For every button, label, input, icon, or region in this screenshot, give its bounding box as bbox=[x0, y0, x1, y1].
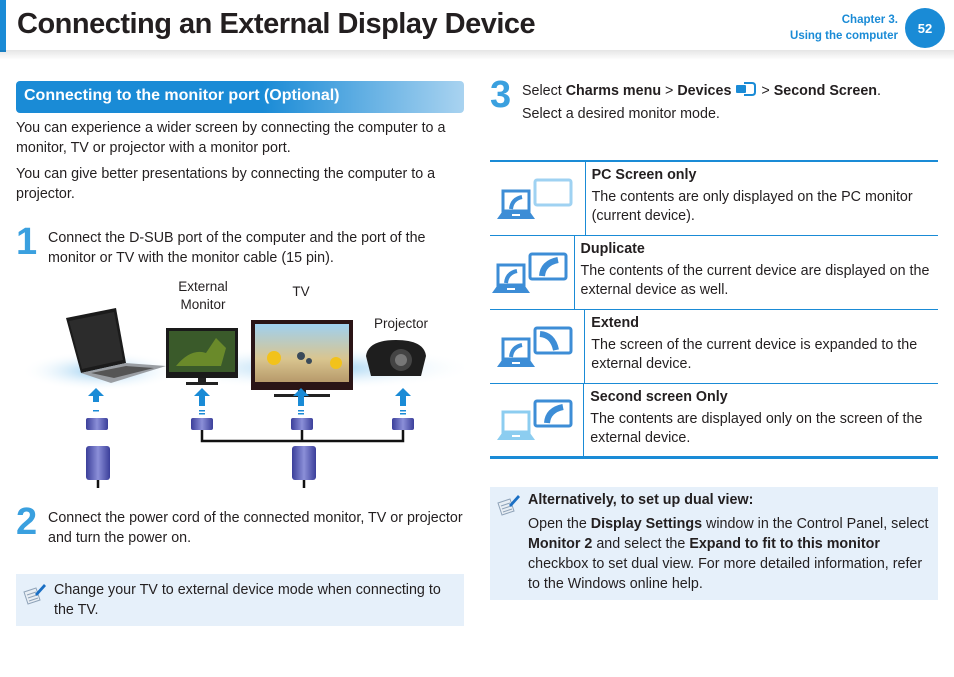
step-number: 2 bbox=[16, 501, 38, 543]
step-number: 3 bbox=[490, 74, 512, 116]
pc-screen-only-icon bbox=[490, 162, 586, 235]
text: and select the bbox=[592, 536, 690, 552]
mode-row-duplicate: Duplicate The contents of the current de… bbox=[490, 236, 938, 310]
step-1: 1 Connect the D-SUB port of the computer… bbox=[16, 222, 464, 268]
duplicate-icon bbox=[490, 236, 575, 309]
left-column: Connecting to the monitor port (Optional… bbox=[16, 81, 464, 626]
mode-title: Duplicate bbox=[580, 241, 645, 257]
step-text: Connect the power cord of the connected … bbox=[48, 510, 463, 546]
text: Select bbox=[522, 83, 566, 99]
mode-row-pc-screen-only: PC Screen only The contents are only dis… bbox=[490, 162, 938, 236]
mode-desc: The contents of the current device are d… bbox=[580, 263, 930, 298]
devices-illustration-icon bbox=[21, 308, 464, 488]
section-heading: Connecting to the monitor port (Optional… bbox=[16, 81, 464, 113]
note-pencil-icon bbox=[23, 584, 46, 605]
note-text: Change your TV to external device mode w… bbox=[54, 582, 441, 618]
expand-checkbox-label: Expand to fit to this monitor bbox=[689, 536, 880, 552]
mode-description: Second screen Only The contents are disp… bbox=[584, 384, 938, 456]
devices-charm-icon bbox=[736, 82, 757, 96]
second-screen-only-icon bbox=[490, 384, 585, 456]
extend-icon bbox=[490, 310, 586, 383]
separator: > bbox=[757, 83, 774, 99]
text: . bbox=[877, 83, 881, 99]
step-instruction: Select Charms menu > Devices > Second Sc… bbox=[522, 81, 938, 101]
chapter-label: Chapter 3. Using the computer bbox=[790, 12, 898, 44]
devices-label: Devices bbox=[677, 83, 732, 99]
second-screen-label: Second Screen bbox=[773, 83, 877, 99]
note-body: Open the Display Settings window in the … bbox=[528, 514, 930, 594]
projector-label: Projector bbox=[373, 316, 429, 331]
display-settings-label: Display Settings bbox=[590, 516, 703, 532]
header-divider bbox=[0, 50, 954, 60]
mode-description: PC Screen only The contents are only dis… bbox=[586, 162, 938, 235]
header-accent-bar bbox=[0, 0, 6, 52]
mode-desc: The contents are displayed only on the s… bbox=[590, 411, 923, 446]
step-3: 3 Select Charms menu > Devices > Second … bbox=[490, 75, 938, 124]
text: checkbox to set dual view. For more deta… bbox=[528, 556, 923, 592]
mode-title: PC Screen only bbox=[591, 167, 697, 183]
monitor-mode-table: PC Screen only The contents are only dis… bbox=[490, 160, 938, 459]
right-column: 3 Select Charms menu > Devices > Second … bbox=[490, 75, 938, 600]
external-monitor-label: External Monitor bbox=[168, 278, 238, 314]
step-text: Connect the D-SUB port of the computer a… bbox=[48, 230, 426, 266]
mode-desc: The contents are only displayed on the P… bbox=[591, 189, 913, 224]
note-pencil-icon bbox=[497, 495, 520, 516]
step-2: 2 Connect the power cord of the connecte… bbox=[16, 502, 464, 548]
mode-description: Extend The screen of the current device … bbox=[585, 310, 938, 383]
separator: > bbox=[661, 83, 678, 99]
label-line: Monitor bbox=[180, 297, 226, 312]
page-number-badge: 52 bbox=[905, 8, 945, 48]
mode-desc: The screen of the current device is expa… bbox=[591, 337, 918, 372]
monitor-2-label: Monitor 2 bbox=[528, 536, 593, 552]
tv-mode-note: Change your TV to external device mode w… bbox=[16, 574, 464, 626]
mode-row-extend: Extend The screen of the current device … bbox=[490, 310, 938, 384]
text: Open the bbox=[528, 516, 591, 532]
text: window in the Control Panel, select bbox=[702, 516, 929, 532]
dual-view-note: Alternatively, to set up dual view: Open… bbox=[490, 487, 938, 600]
note-title: Alternatively, to set up dual view: bbox=[528, 492, 754, 508]
step-number: 1 bbox=[16, 221, 38, 263]
page-title: Connecting an External Display Device bbox=[17, 8, 536, 40]
intro-paragraph: You can give better presentations by con… bbox=[16, 166, 436, 202]
mode-row-second-screen-only: Second screen Only The contents are disp… bbox=[490, 384, 938, 456]
chapter-number: Chapter 3. bbox=[841, 14, 898, 26]
mode-title: Second screen Only bbox=[590, 389, 728, 405]
step-subtext: Select a desired monitor mode. bbox=[522, 106, 720, 122]
tv-label: TV bbox=[292, 284, 310, 299]
charms-menu-label: Charms menu bbox=[565, 83, 662, 99]
connection-diagram: External Monitor TV Projector bbox=[16, 278, 464, 488]
chapter-title: Using the computer bbox=[790, 30, 898, 42]
intro-paragraph: You can experience a wider screen by con… bbox=[16, 120, 446, 156]
mode-description: Duplicate The contents of the current de… bbox=[575, 236, 938, 309]
label-line: External bbox=[178, 279, 228, 294]
mode-title: Extend bbox=[591, 315, 639, 331]
